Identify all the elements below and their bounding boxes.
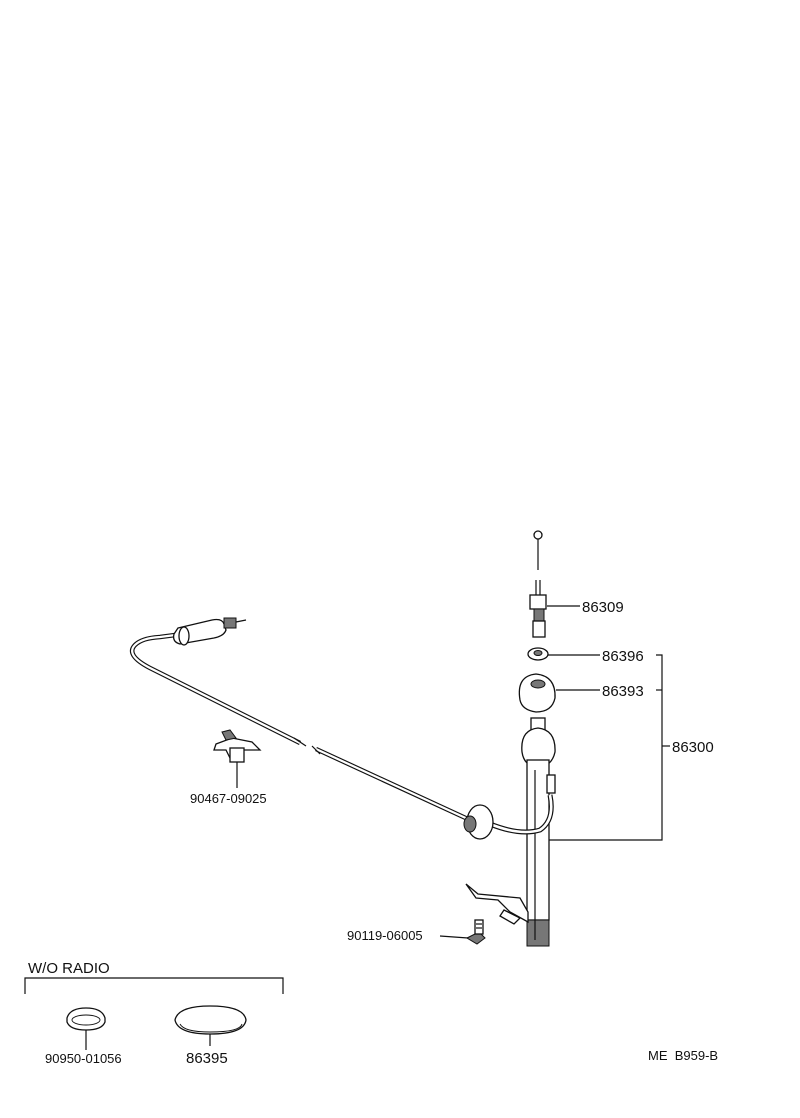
antenna-nut bbox=[527, 647, 600, 661]
small-round-plug bbox=[66, 1007, 106, 1050]
label-nut: 86396 bbox=[602, 648, 644, 665]
label-pad: 86393 bbox=[602, 683, 644, 700]
cable-grommet bbox=[463, 804, 494, 840]
mounting-bracket bbox=[465, 883, 529, 925]
antenna-rod-tip bbox=[529, 530, 580, 638]
label-small-plug: 90950-01056 bbox=[45, 1051, 122, 1066]
oval-plug bbox=[174, 1005, 247, 1046]
label-bolt: 90119-06005 bbox=[347, 928, 423, 943]
figure-code: ME B959-B bbox=[648, 1048, 718, 1063]
label-oval-plug: 86395 bbox=[186, 1050, 228, 1067]
cable-clamp bbox=[213, 729, 262, 788]
cable-connector bbox=[172, 617, 247, 646]
antenna-cable bbox=[129, 631, 554, 835]
mounting-bolt bbox=[439, 919, 486, 945]
antenna-pad bbox=[518, 673, 600, 713]
label-assembly: 86300 bbox=[672, 739, 714, 756]
wo-radio-label: W/O RADIO bbox=[28, 960, 110, 977]
antenna-mast bbox=[521, 717, 556, 947]
wo-radio-section: W/O RADIO 90950-01056 86395 bbox=[24, 960, 284, 1067]
label-clamp: 90467-09025 bbox=[190, 791, 267, 806]
assembly-bracket-line bbox=[549, 654, 670, 841]
label-rod-tip: 86309 bbox=[582, 599, 624, 616]
